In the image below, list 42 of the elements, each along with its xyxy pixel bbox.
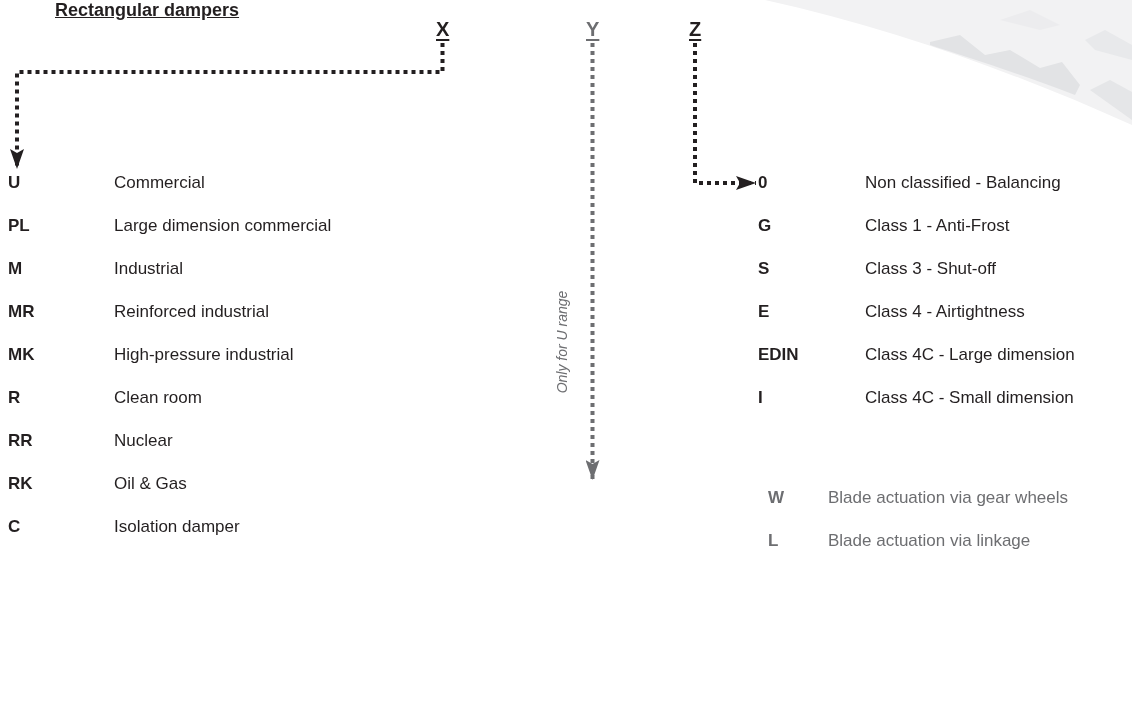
column-letter: X [436,17,450,41]
code-description: Isolation damper [114,516,240,538]
code-letter: MK [8,344,35,366]
arrow [585,43,600,480]
code-letter: W [768,487,785,509]
code-letter: L [768,530,779,552]
code-description: Class 4 - Airtightness [865,301,1025,323]
code-letter: RK [8,473,33,495]
code-letter: EDIN [758,344,799,366]
code-letter: S [758,258,770,280]
edge-label: Only for U range [554,290,571,393]
code-letter: MR [8,301,35,323]
arrow [10,43,445,169]
code-description: Non classified - Balancing [865,172,1061,194]
code-letter: PL [8,215,30,237]
column-letter: Z [689,17,702,41]
code-letter: RR [8,430,33,452]
code-description: Nuclear [114,430,173,452]
code-letter: 0 [758,172,768,194]
code-description: Industrial [114,258,183,280]
code-description: Large dimension commercial [114,215,332,237]
code-letter: M [8,258,23,280]
code-description: Blade actuation via gear wheels [828,487,1069,509]
code-description: Class 1 - Anti-Frost [865,215,1010,237]
code-description: Class 4C - Large dimension [865,344,1075,366]
code-description: Commercial [114,172,205,194]
code-description: Oil & Gas [114,473,187,495]
code-letter: U [8,172,21,194]
code-letter: G [758,215,772,237]
code-letter: R [8,387,21,409]
column-letter: Y [586,17,600,41]
code-description: Reinforced industrial [114,301,269,323]
code-description: High-pressure industrial [114,344,294,366]
code-letter: E [758,301,770,323]
code-description: Class 4C - Small dimension [865,387,1074,409]
code-description: Clean room [114,387,202,409]
code-description: Class 3 - Shut-off [865,258,997,280]
code-description: Blade actuation via linkage [828,530,1031,552]
code-letter: I [758,387,763,409]
code-letter: C [8,516,21,538]
title: Rectangular dampers [55,0,240,21]
arrow [693,43,756,190]
